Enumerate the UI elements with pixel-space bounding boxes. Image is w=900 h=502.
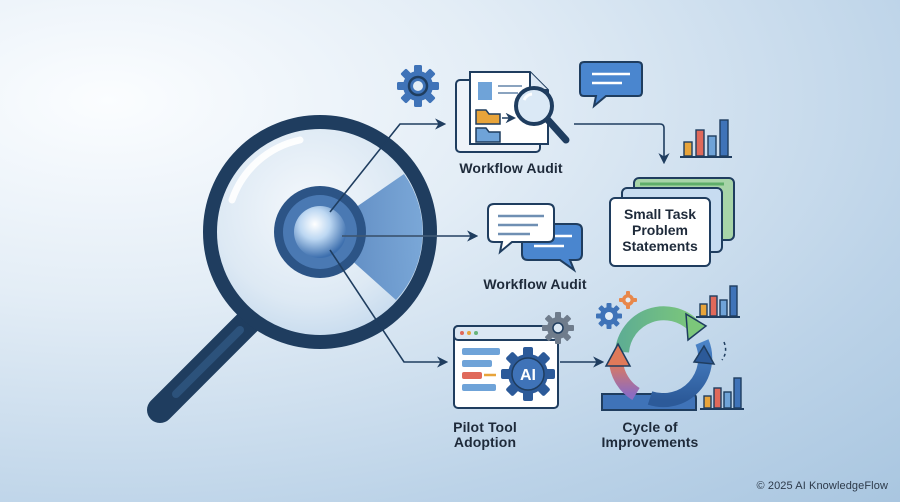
small-task-line-2: Problem: [631, 222, 688, 238]
ai-gear-icon: AI: [501, 347, 555, 401]
small-task-problem-statements-label: Small Task Problem Statements: [612, 206, 708, 254]
cycle-line-2: Improvements: [601, 434, 699, 450]
gear-icon: [542, 312, 574, 344]
cycle-arrows-icon: [601, 306, 727, 411]
chat-bubbles-icon: [487, 203, 583, 273]
bar-chart-icon: [680, 119, 732, 158]
workflow-audit-top-label: Workflow Audit: [459, 160, 563, 176]
copyright-footer: © 2025 AI KnowledgeFlow: [756, 480, 888, 492]
cycle-line-1: Cycle of: [622, 419, 678, 435]
cycle-of-improvements-label: Cycle of Improvements: [580, 420, 720, 450]
pilot-tool-adoption-label: Pilot Tool Adoption: [440, 420, 530, 450]
small-task-line-3: Statements: [622, 238, 698, 254]
gear-icon: [619, 291, 637, 309]
bar-chart-icon: [696, 285, 740, 318]
speech-bubble-icon: [579, 61, 643, 109]
folder-icon: [475, 109, 517, 143]
small-task-cards: [609, 177, 735, 267]
ai-badge-text: AI: [520, 367, 536, 384]
gear-icon: [596, 303, 622, 329]
magnifying-glass-icon: [147, 115, 437, 423]
workflow-audit-middle-label: Workflow Audit: [483, 276, 587, 292]
pilot-line-1: Pilot Tool: [453, 419, 517, 435]
connector-lines: [329, 118, 670, 368]
small-task-line-1: Small Task: [623, 206, 697, 222]
bar-chart-icon: [700, 377, 744, 410]
magnifier-small-icon: [514, 86, 570, 144]
pilot-line-2: Adoption: [453, 434, 517, 450]
gear-icon: [397, 65, 439, 107]
